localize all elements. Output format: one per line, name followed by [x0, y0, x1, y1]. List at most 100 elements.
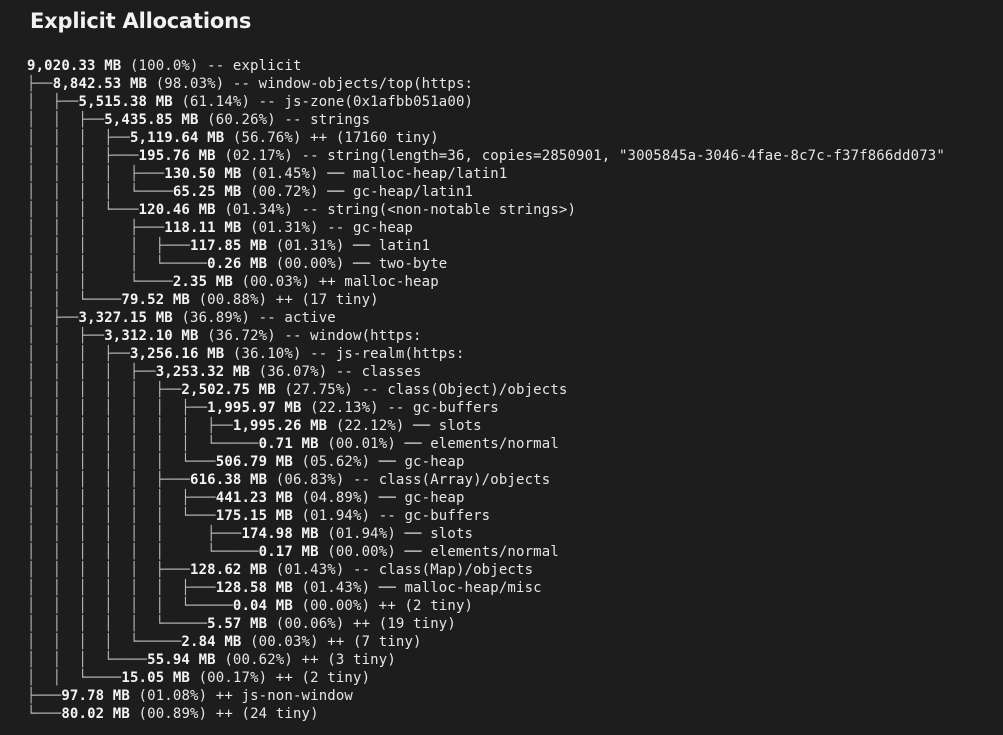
tree-row[interactable]: │ │ │ │ │ │ └─────0.04 MB (00.00%) ++ (2… — [27, 597, 945, 615]
tree-connector: │ │ │ │ │ ├─── — [27, 472, 190, 488]
tree-connector: │ │ │ ├─── — [27, 148, 139, 164]
tree-connector: │ │ └──── — [27, 670, 122, 686]
tree-row-amount: 128.58 MB — [215, 580, 293, 596]
tree-row-label: (22.12%) ── slots — [327, 418, 482, 434]
tree-connector: │ │ │ │ │ │ │ ├── — [27, 418, 233, 434]
tree-connector: │ │ │ │ ├─── — [27, 238, 190, 254]
tree-row-amount: 130.50 MB — [164, 166, 242, 182]
tree-row[interactable]: │ │ │ ├───195.76 MB (02.17%) -- string(l… — [27, 147, 945, 165]
tree-row-amount: 3,312.10 MB — [104, 328, 199, 344]
tree-row[interactable]: │ │ │ │ │ └─────5.57 MB (00.06%) ++ (19 … — [27, 615, 945, 633]
tree-row-label: (01.31%) ── latin1 — [267, 238, 431, 254]
tree-row-amount: 3,253.32 MB — [155, 364, 251, 380]
tree-row-label: (01.31%) -- gc-heap — [241, 220, 414, 236]
tree-row-label: (01.94%) ── slots — [318, 526, 474, 542]
tree-row[interactable]: │ │ │ │ │ │ ├──1,995.97 MB (22.13%) -- g… — [27, 399, 945, 417]
tree-row[interactable]: │ │ ├──3,312.10 MB (36.72%) -- window(ht… — [27, 327, 945, 345]
tree-row[interactable]: │ │ │ │ ├───117.85 MB (01.31%) ── latin1 — [27, 237, 945, 255]
tree-row-label: (00.03%) ++ malloc-heap — [232, 274, 439, 290]
tree-row-label: (00.01%) ── elements/normal — [318, 436, 559, 452]
tree-row[interactable]: │ ├──3,327.15 MB (36.89%) -- active — [27, 309, 945, 327]
tree-row-label: (36.89%) -- active — [172, 310, 336, 326]
tree-row-amount: 55.94 MB — [147, 652, 216, 668]
tree-row[interactable]: 9,020.33 MB (100.0%) -- explicit — [27, 57, 945, 75]
tree-row[interactable]: │ │ ├──5,435.85 MB (60.26%) -- strings — [27, 111, 945, 129]
tree-row[interactable]: │ │ │ └───120.46 MB (01.34%) -- string(<… — [27, 201, 945, 219]
tree-connector: │ │ │ │ │ └───── — [27, 616, 208, 632]
tree-row[interactable]: └───80.02 MB (00.89%) ++ (24 tiny) — [27, 705, 945, 723]
tree-row-amount: 0.04 MB — [232, 598, 293, 614]
tree-row[interactable]: │ │ │ │ │ │ │ ├──1,995.26 MB (22.12%) ──… — [27, 417, 945, 435]
tree-connector: │ │ │ │ │ │ ├── — [27, 400, 208, 416]
tree-row[interactable]: │ │ │ │ └────65.25 MB (00.72%) ── gc-hea… — [27, 183, 945, 201]
tree-row-label: (00.89%) ++ (24 tiny) — [129, 706, 319, 722]
tree-connector: │ │ │ ├── — [27, 130, 130, 146]
tree-row-label: (00.00%) ── elements/normal — [318, 544, 559, 560]
tree-row[interactable]: │ │ └────79.52 MB (00.88%) ++ (17 tiny) — [27, 291, 945, 309]
tree-row-label: (02.17%) -- string(length=36, copies=285… — [215, 148, 945, 164]
tree-connector: │ │ │ │ └───── — [27, 256, 208, 272]
tree-row[interactable]: ├──8,842.53 MB (98.03%) -- window-object… — [27, 75, 945, 93]
tree-row[interactable]: │ │ │ │ └─────2.84 MB (00.03%) ++ (7 tin… — [27, 633, 945, 651]
tree-connector: │ │ │ │ ├── — [27, 364, 156, 380]
tree-row[interactable]: │ │ │ ├──3,256.16 MB (36.10%) -- js-real… — [27, 345, 945, 363]
tree-connector: │ │ │ │ │ │ └─── — [27, 508, 216, 524]
tree-connector: │ │ └──── — [27, 292, 122, 308]
tree-connector: │ │ │ │ │ ├─── — [27, 562, 190, 578]
tree-row-amount: 15.05 MB — [121, 670, 191, 686]
tree-row-amount: 174.98 MB — [241, 526, 319, 542]
tree-row-label: (00.17%) ++ (2 tiny) — [190, 670, 371, 686]
tree-connector: │ ├── — [27, 94, 79, 110]
tree-row[interactable]: │ │ │ └────2.35 MB (00.03%) ++ malloc-he… — [27, 273, 945, 291]
tree-row-amount: 3,327.15 MB — [78, 310, 173, 326]
tree-row-label: (00.00%) ── two-byte — [267, 256, 448, 272]
tree-row-label: (00.00%) ++ (2 tiny) — [292, 598, 474, 614]
tree-row-label: (36.72%) -- window(https: — [198, 328, 422, 344]
tree-row-label: (01.43%) -- class(Map)/objects — [267, 562, 534, 578]
tree-row-label: (00.72%) ── gc-heap/latin1 — [241, 184, 474, 200]
tree-row[interactable]: │ │ │ ├──5,119.64 MB (56.76%) ++ (17160 … — [27, 129, 945, 147]
tree-row-amount: 2.35 MB — [172, 274, 233, 290]
tree-row[interactable]: │ ├──5,515.38 MB (61.14%) -- js-zone(0x1… — [27, 93, 945, 111]
tree-row-amount: 0.71 MB — [258, 436, 319, 452]
tree-row-label: (01.43%) ── malloc-heap/misc — [292, 580, 542, 596]
tree-row-amount: 0.26 MB — [207, 256, 268, 272]
tree-row-amount: 1,995.97 MB — [207, 400, 302, 416]
tree-row-amount: 97.78 MB — [61, 688, 130, 704]
tree-connector: │ │ │ │ └───── — [27, 634, 182, 650]
tree-row[interactable]: │ │ │ ├───118.11 MB (01.31%) -- gc-heap — [27, 219, 945, 237]
tree-row-amount: 5,119.64 MB — [129, 130, 225, 146]
tree-connector: │ │ ├── — [27, 112, 105, 128]
tree-row[interactable]: │ │ │ └────55.94 MB (00.62%) ++ (3 tiny) — [27, 651, 945, 669]
tree-row-amount: 1,995.26 MB — [232, 418, 328, 434]
tree-row-label: (60.26%) -- strings — [198, 112, 371, 128]
tree-row[interactable]: │ │ │ │ │ ├──2,502.75 MB (27.75%) -- cla… — [27, 381, 945, 399]
tree-row-amount: 8,842.53 MB — [52, 76, 148, 92]
tree-row[interactable]: │ │ │ │ │ │ └───506.79 MB (05.62%) ── gc… — [27, 453, 945, 471]
tree-row[interactable]: │ │ │ │ ├───130.50 MB (01.45%) ── malloc… — [27, 165, 945, 183]
tree-row-label: (27.75%) -- class(Object)/objects — [275, 382, 568, 398]
tree-row[interactable]: │ │ │ │ │ │ │ └─────0.71 MB (00.01%) ── … — [27, 435, 945, 453]
tree-connector: └─── — [27, 706, 62, 722]
tree-row[interactable]: │ │ │ │ │ │ ├───441.23 MB (04.89%) ── gc… — [27, 489, 945, 507]
tree-row-label: (04.89%) ── gc-heap — [292, 490, 465, 506]
tree-row[interactable]: │ │ │ │ └─────0.26 MB (00.00%) ── two-by… — [27, 255, 945, 273]
tree-row[interactable]: │ │ │ │ │ ├───616.38 MB (06.83%) -- clas… — [27, 471, 945, 489]
tree-row[interactable]: │ │ │ │ │ │ └─────0.17 MB (00.00%) ── el… — [27, 543, 945, 561]
tree-row-amount: 5.57 MB — [207, 616, 268, 632]
tree-row[interactable]: │ │ │ │ │ │ ├───174.98 MB (01.94%) ── sl… — [27, 525, 945, 543]
tree-row[interactable]: ├───97.78 MB (01.08%) ++ js-non-window — [27, 687, 945, 705]
tree-row-label: (56.76%) ++ (17160 tiny) — [224, 130, 439, 146]
tree-row-amount: 118.11 MB — [164, 220, 242, 236]
tree-row[interactable]: │ │ │ │ │ │ ├───128.58 MB (01.43%) ── ma… — [27, 579, 945, 597]
tree-row-amount: 616.38 MB — [190, 472, 268, 488]
tree-row[interactable]: │ │ └────15.05 MB (00.17%) ++ (2 tiny) — [27, 669, 945, 687]
tree-connector: │ │ │ │ │ │ │ └───── — [27, 436, 259, 452]
tree-row[interactable]: │ │ │ │ │ │ └───175.15 MB (01.94%) -- gc… — [27, 507, 945, 525]
tree-row-label: (06.83%) -- class(Array)/objects — [267, 472, 551, 488]
tree-row[interactable]: │ │ │ │ ├──3,253.32 MB (36.07%) -- class… — [27, 363, 945, 381]
tree-row-amount: 2.84 MB — [181, 634, 242, 650]
tree-connector: ├── — [27, 76, 53, 92]
section-title: Explicit Allocations — [30, 9, 252, 33]
tree-row[interactable]: │ │ │ │ │ ├───128.62 MB (01.43%) -- clas… — [27, 561, 945, 579]
